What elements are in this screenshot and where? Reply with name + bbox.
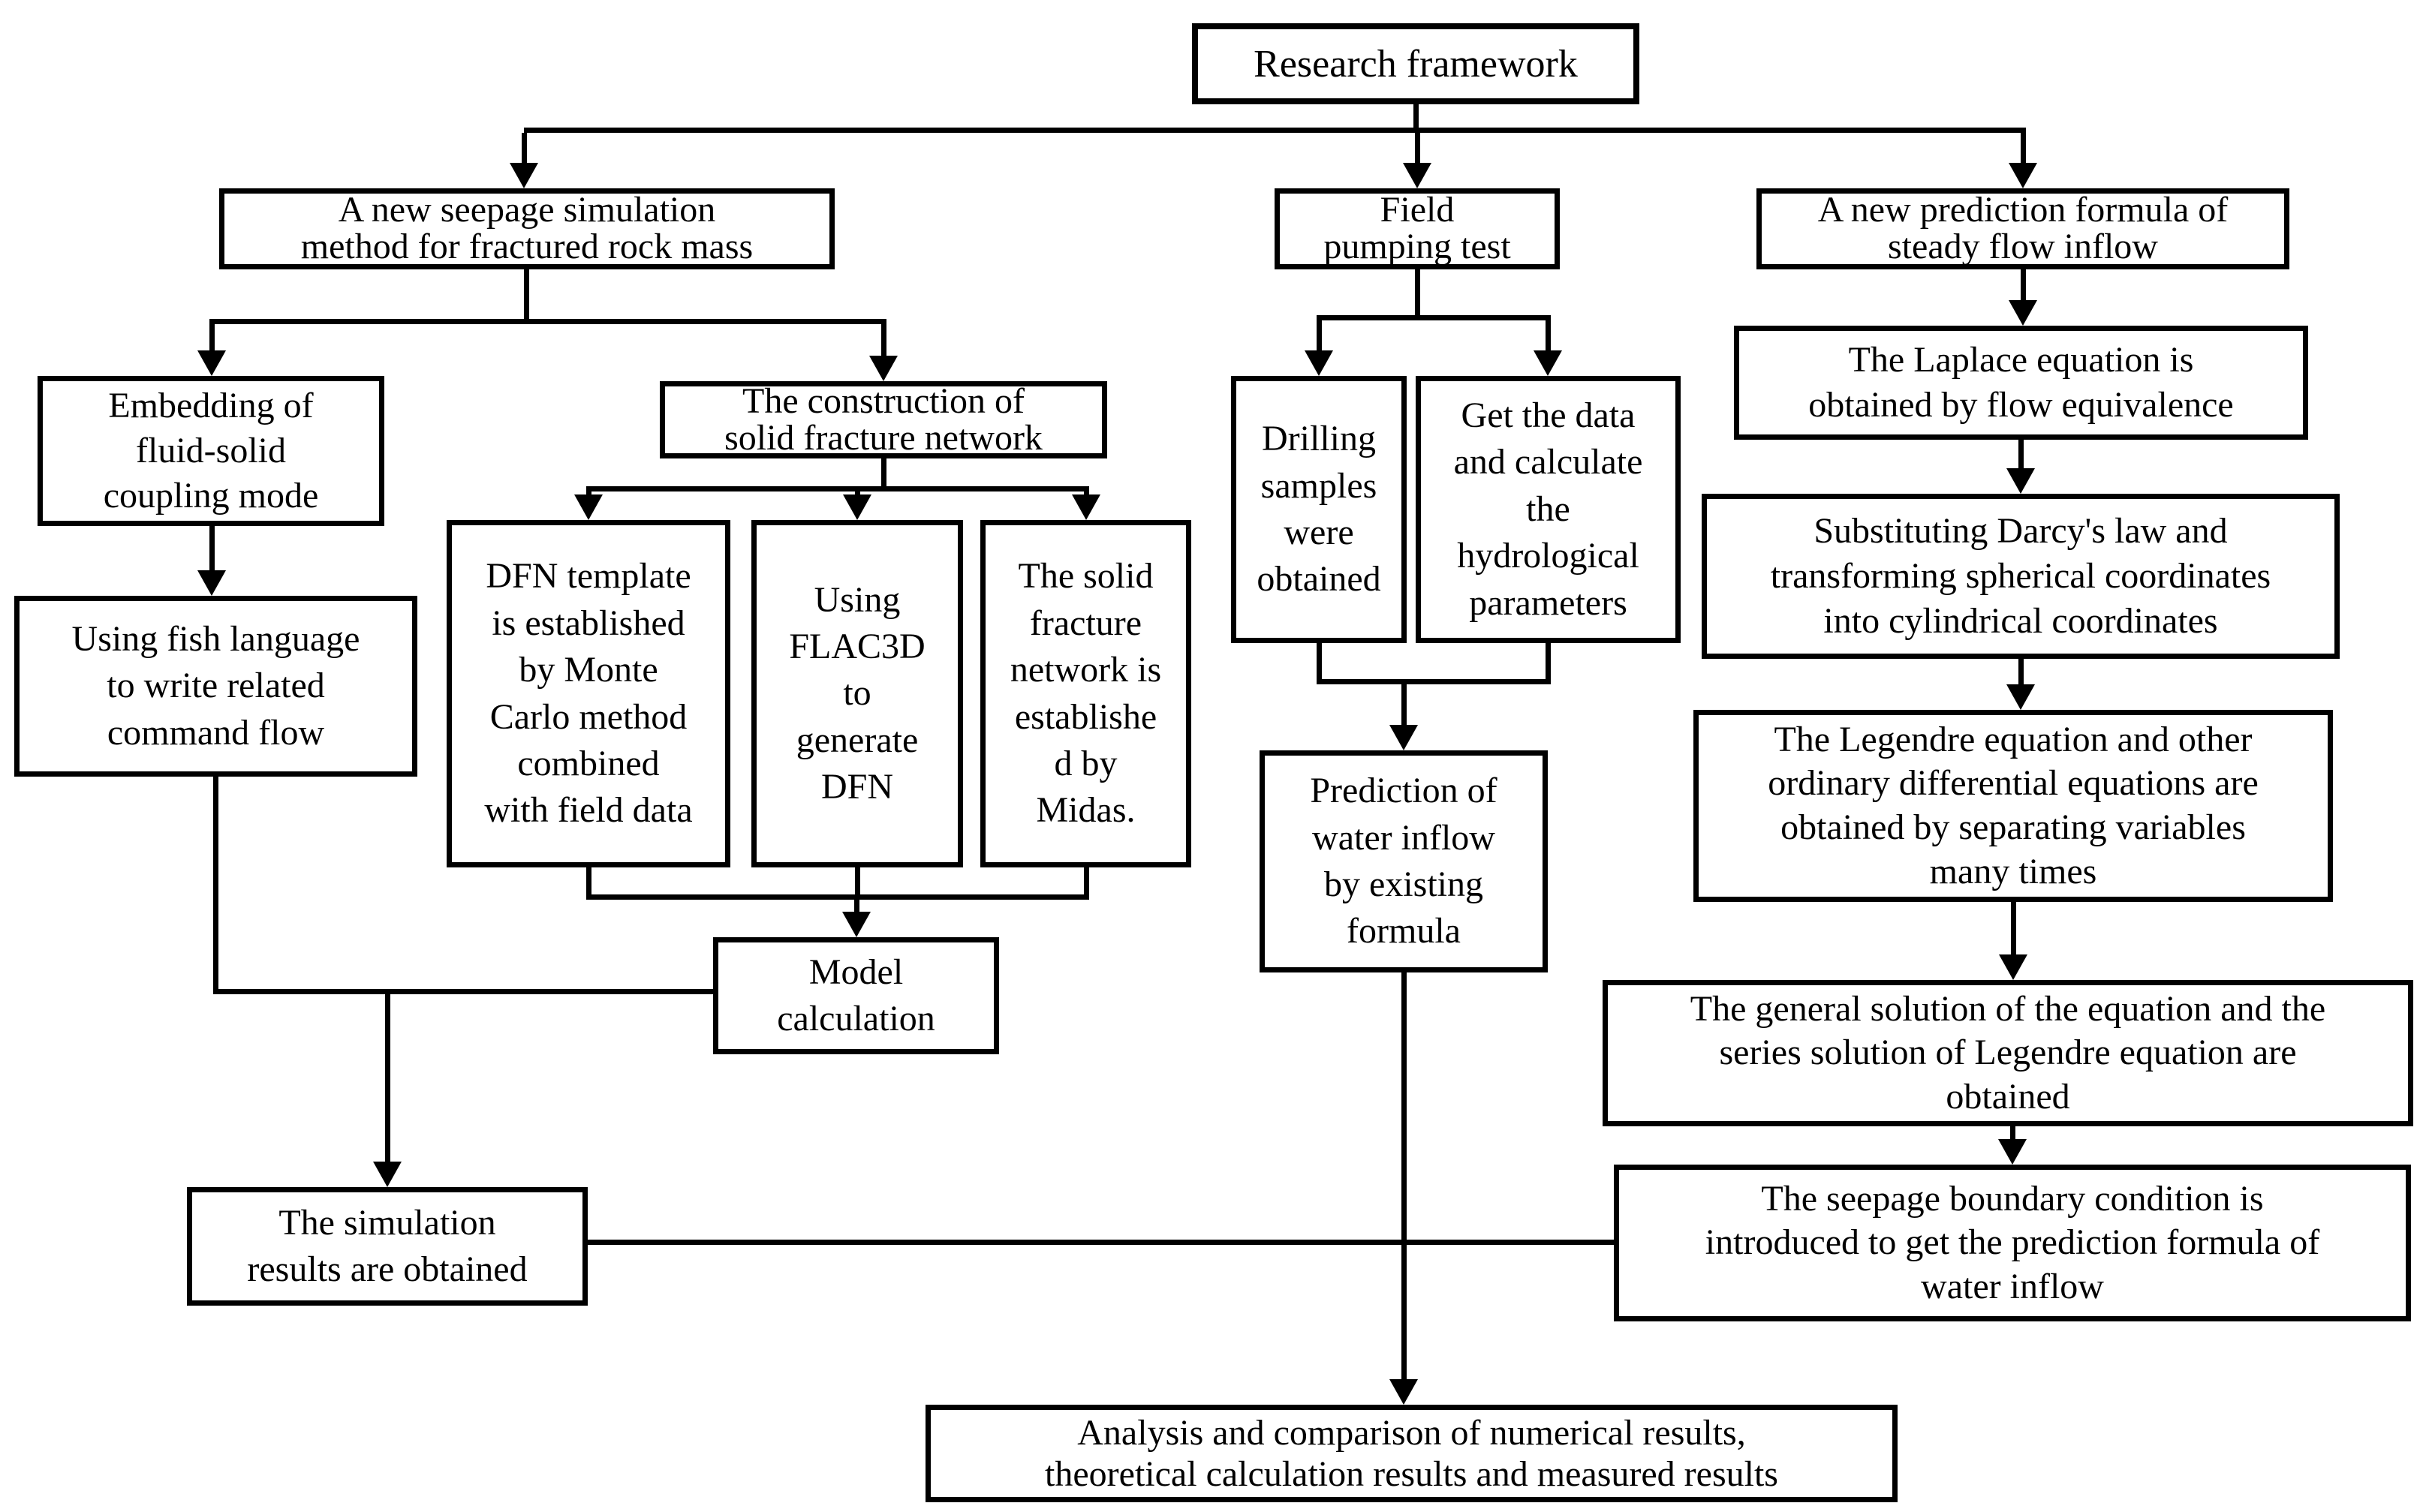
connector-line: [1546, 643, 1551, 684]
connector-line: [881, 458, 886, 491]
node-prediction-existing-formula: Prediction of water inflow by existing f…: [1260, 750, 1548, 972]
connector-line: [213, 989, 715, 994]
arrowhead-down-icon: [574, 494, 603, 520]
arrowhead-down-icon: [2009, 163, 2037, 188]
connector-line: [2021, 269, 2026, 300]
connector-line: [586, 867, 591, 900]
arrowhead-down-icon: [510, 163, 538, 188]
node-legendre-equation: The Legendre equation and other ordinary…: [1693, 710, 2333, 902]
connector-line: [209, 526, 215, 571]
arrowhead-down-icon: [869, 356, 898, 381]
arrowhead-down-icon: [1999, 954, 2027, 980]
connector-line: [1317, 320, 1322, 350]
arrowhead-down-icon: [1403, 163, 1431, 188]
connector-line: [1401, 684, 1407, 726]
node-dfn-template-monte-carlo: DFN template is established by Monte Car…: [447, 520, 730, 867]
connector-line: [1317, 679, 1551, 684]
arrowhead-down-icon: [2006, 468, 2035, 494]
connector-line: [1546, 320, 1551, 350]
connector-line: [1084, 867, 1089, 900]
arrowhead-down-icon: [1389, 725, 1418, 750]
connector-line: [588, 1240, 1616, 1245]
node-field-pumping-test: Field pumping test: [1275, 188, 1560, 269]
connector-line: [524, 269, 529, 322]
connector-line: [2018, 440, 2024, 468]
node-flac3d-generate-dfn: Using FLAC3D to generate DFN: [751, 520, 963, 867]
arrowhead-down-icon: [1998, 1139, 2027, 1165]
node-seepage-boundary-condition: The seepage boundary condition is introd…: [1614, 1165, 2411, 1321]
connector-line: [524, 128, 2026, 133]
connector-line: [2010, 1126, 2015, 1140]
arrowhead-down-icon: [843, 494, 871, 520]
node-darcy-law-coordinates: Substituting Darcy's law and transformin…: [1702, 494, 2340, 659]
connector-line: [1415, 269, 1420, 318]
arrowhead-down-icon: [373, 1162, 402, 1187]
connector-line: [209, 324, 215, 351]
node-research-framework: Research framework: [1192, 23, 1639, 104]
arrowhead-down-icon: [1072, 494, 1100, 520]
arrowhead-down-icon: [1389, 1379, 1418, 1405]
node-general-solution: The general solution of the equation and…: [1603, 980, 2413, 1126]
arrowhead-down-icon: [842, 912, 871, 937]
arrowhead-down-icon: [2009, 300, 2037, 326]
node-solid-fracture-midas: The solid fracture network is establishe…: [980, 520, 1191, 867]
node-get-data-hydrological: Get the data and calculate the hydrologi…: [1416, 376, 1681, 643]
connector-line: [209, 319, 886, 324]
connector-line: [1317, 643, 1322, 684]
arrowhead-down-icon: [2006, 684, 2035, 710]
connector-line: [1401, 972, 1407, 1381]
connector-line: [586, 894, 1089, 900]
node-seepage-simulation-method: A new seepage simulation method for frac…: [219, 188, 835, 269]
connector-line: [1415, 133, 1420, 164]
arrowhead-down-icon: [197, 570, 226, 596]
node-model-calculation: Model calculation: [713, 937, 999, 1054]
node-drilling-samples: Drilling samples were obtained: [1231, 376, 1407, 643]
connector-line: [586, 486, 1089, 491]
node-simulation-results: The simulation results are obtained: [187, 1187, 588, 1306]
connector-line: [1413, 104, 1419, 131]
node-embedding-fluid-solid: Embedding of fluid-solid coupling mode: [38, 376, 384, 526]
node-analysis-comparison: Analysis and comparison of numerical res…: [926, 1405, 1898, 1502]
node-fish-language: Using fish language to write related com…: [14, 596, 417, 777]
arrowhead-down-icon: [197, 350, 226, 376]
connector-line: [854, 900, 859, 913]
node-new-prediction-formula: A new prediction formula of steady flow …: [1756, 188, 2289, 269]
connector-line: [385, 994, 390, 1163]
connector-line: [855, 867, 860, 900]
node-construction-solid-fracture-network: The construction of solid fracture netwo…: [660, 381, 1107, 458]
connector-line: [2011, 902, 2016, 954]
connector-line: [2021, 133, 2026, 164]
node-laplace-equation: The Laplace equation is obtained by flow…: [1734, 326, 2308, 440]
connector-line: [1317, 315, 1551, 320]
connector-line: [881, 324, 886, 357]
connector-line: [2018, 659, 2024, 684]
arrowhead-down-icon: [1305, 350, 1333, 376]
connector-line: [522, 133, 527, 164]
arrowhead-down-icon: [1534, 350, 1562, 376]
connector-line: [213, 777, 218, 994]
